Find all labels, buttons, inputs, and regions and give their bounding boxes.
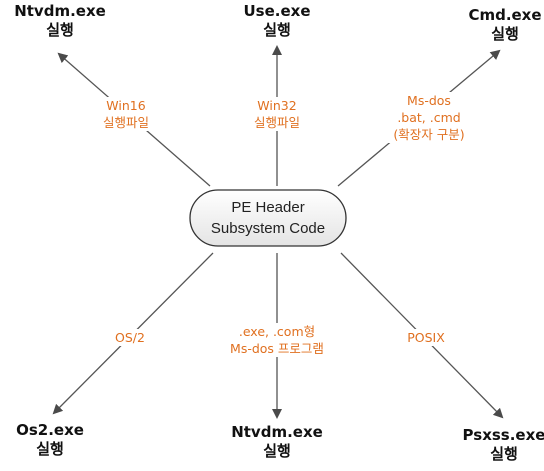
center-node-line2: Subsystem Code	[210, 220, 326, 237]
node-bottom-center-action: 실행	[263, 442, 291, 460]
node-top-left: Ntvdm.exe 실행	[0, 2, 120, 40]
node-top-right: Cmd.exe 실행	[455, 6, 544, 44]
node-bottom-left-name: Os2.exe	[16, 421, 84, 439]
edge-label-bottom-left-line1: OS/2	[115, 330, 145, 345]
node-bottom-center-name: Ntvdm.exe	[231, 423, 323, 441]
edge-label-top-right-line2: .bat, .cmd	[397, 110, 461, 125]
node-top-right-action: 실행	[491, 25, 519, 43]
node-top-center-name: Use.exe	[243, 2, 311, 20]
edge-label-top-left-line2: 실행파일	[102, 115, 149, 130]
node-bottom-left-action: 실행	[36, 440, 64, 458]
center-node: PE Header Subsystem Code	[190, 190, 346, 246]
node-top-left-action: 실행	[46, 21, 74, 39]
edge-label-bottom-center-line2: Ms-dos 프로그램	[230, 341, 324, 356]
edge-label-bottom-left: OS/2	[111, 329, 149, 346]
edge-label-top-right-line3: (확장자 구분)	[393, 127, 465, 142]
node-top-right-name: Cmd.exe	[468, 6, 542, 24]
edge-label-top-center-line1: Win32	[257, 98, 297, 113]
node-bottom-center: Ntvdm.exe 실행	[217, 423, 337, 461]
node-bottom-left: Os2.exe 실행	[0, 421, 100, 459]
edge-label-top-left: Win16 실행파일	[91, 97, 161, 131]
edge-label-top-right-line1: Ms-dos	[407, 93, 451, 108]
node-bottom-right-name: Psxss.exe	[462, 426, 544, 444]
edge-label-top-center: Win32 실행파일	[243, 97, 311, 131]
node-bottom-right: Psxss.exe 실행	[454, 426, 544, 464]
edge-label-bottom-center-line1: .exe, .com형	[238, 324, 316, 339]
edge-label-bottom-right-line1: POSIX	[407, 330, 445, 345]
center-node-shape	[189, 189, 347, 247]
node-bottom-right-action: 실행	[490, 445, 518, 463]
node-top-center: Use.exe 실행	[227, 2, 327, 40]
node-top-left-name: Ntvdm.exe	[14, 2, 106, 20]
center-node-line1: PE Header	[231, 199, 305, 216]
edge-label-bottom-center: .exe, .com형 Ms-dos 프로그램	[220, 323, 334, 357]
edge-label-bottom-right: POSIX	[403, 329, 449, 346]
edge-label-top-center-line2: 실행파일	[253, 115, 300, 130]
edge-label-top-right: Ms-dos .bat, .cmd (확장자 구분)	[381, 92, 477, 143]
node-top-center-action: 실행	[263, 21, 291, 39]
edge-label-top-left-line1: Win16	[106, 98, 146, 113]
